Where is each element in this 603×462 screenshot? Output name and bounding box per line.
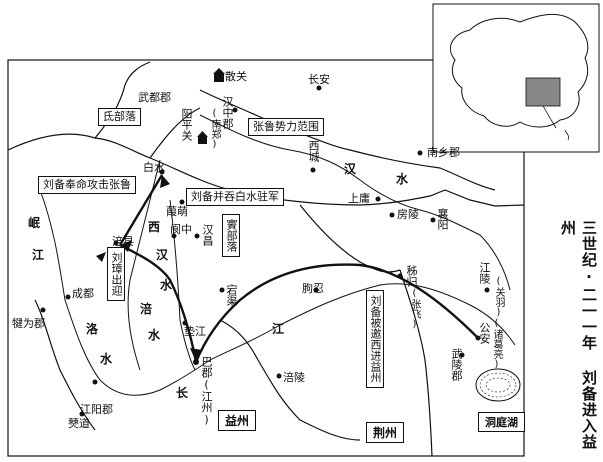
place-jiangling: 江陵 (478, 262, 491, 284)
place-dangqu: 宕渠 (225, 284, 238, 306)
place-guanyu: (关羽) (493, 276, 504, 318)
box-liubei-attack: 刘备奉命攻击张鲁 (38, 176, 136, 194)
river-xi-shui: 水 (160, 278, 173, 292)
box-liuzhang: 刘璋出迎 (107, 247, 125, 301)
city-markers (40, 85, 490, 417)
river-han-1: 汉 (344, 162, 357, 176)
river-luo-shui: 水 (100, 352, 113, 366)
place-nanzheng: (南郑) (209, 108, 220, 150)
river-min: 岷 (28, 216, 41, 230)
river-fu: 涪 (140, 302, 153, 316)
pass-icons (197, 68, 225, 144)
river-chang: 长 (176, 386, 189, 400)
box-cong-tribe: 賨部落 (222, 214, 240, 257)
place-changan: 长安 (308, 73, 330, 86)
river-jiang-1: 江 (32, 248, 45, 262)
dongting-lake (475, 368, 521, 402)
place-fuling: 涪陵 (283, 371, 305, 384)
route-arrows (96, 175, 202, 362)
place-hanzhong: 汉中郡 (221, 96, 234, 129)
box-liubei-baishui: 刘备并吞白水驻军 (186, 188, 284, 206)
place-hanchang: 汉昌 (201, 224, 214, 246)
place-fangling: 房陵 (397, 208, 419, 221)
river-fu-shui: 水 (148, 328, 161, 342)
place-zhangfei: (张飞) (409, 288, 420, 330)
inset-highlight (525, 77, 561, 107)
place-dianjiang: 垫江 (184, 325, 206, 338)
place-sanguan: 散关 (225, 70, 247, 83)
region-yizhou: 益州 (218, 410, 257, 431)
region-jingzhou: 荆州 (366, 422, 405, 443)
place-baxi: 巴郡(江州) (200, 356, 213, 426)
river-xi-han: 汉 (156, 248, 169, 262)
place-shangyong: 上庸 (348, 192, 370, 205)
box-liubei-invited: 刘备被邀西进益州 (366, 290, 384, 388)
river-jiang-2: 江 (272, 322, 285, 336)
place-xiangyang: 襄阳 (436, 208, 449, 230)
box-zhanglu-range: 张鲁势力范围 (248, 118, 324, 136)
place-jiangyang: 江阳郡 (80, 403, 113, 416)
river-luo: 洛 (86, 322, 99, 336)
inset-china-map (432, 3, 600, 153)
place-bodao: 僰道 (68, 417, 90, 430)
map-title: 三世纪·二一一年 刘备进入益州 (559, 220, 598, 450)
place-gongan: 公安 (478, 322, 491, 344)
place-wuling: 武陵郡 (450, 348, 463, 381)
river-han-2: 水 (396, 172, 409, 186)
place-yangping: 阳平关 (180, 108, 193, 141)
place-xicheng: 西城 (307, 140, 320, 162)
place-baishui: 白水 (143, 161, 165, 174)
place-fu: 涪县 (112, 235, 134, 248)
region-dongting: 洞庭湖 (478, 412, 525, 432)
place-chengdu: 成都 (72, 287, 94, 300)
place-zigui: 秭归 (405, 265, 418, 287)
place-langzhong: 阆中 (170, 223, 192, 236)
place-jiameng: 葭萌 (166, 205, 188, 218)
river-xi: 西 (148, 220, 161, 234)
box-di-tribe: 氐部落 (98, 108, 141, 126)
rivers (39, 114, 516, 396)
place-zhugeliang: (诸葛亮) (491, 318, 502, 370)
place-jianwei: 犍为郡 (12, 317, 45, 330)
map-frame (7, 59, 525, 457)
place-juren: 朐忍 (302, 282, 324, 295)
place-wudu: 武都郡 (138, 91, 171, 104)
place-nanxiang: 南乡郡 (427, 146, 460, 159)
route-lines (118, 174, 479, 363)
